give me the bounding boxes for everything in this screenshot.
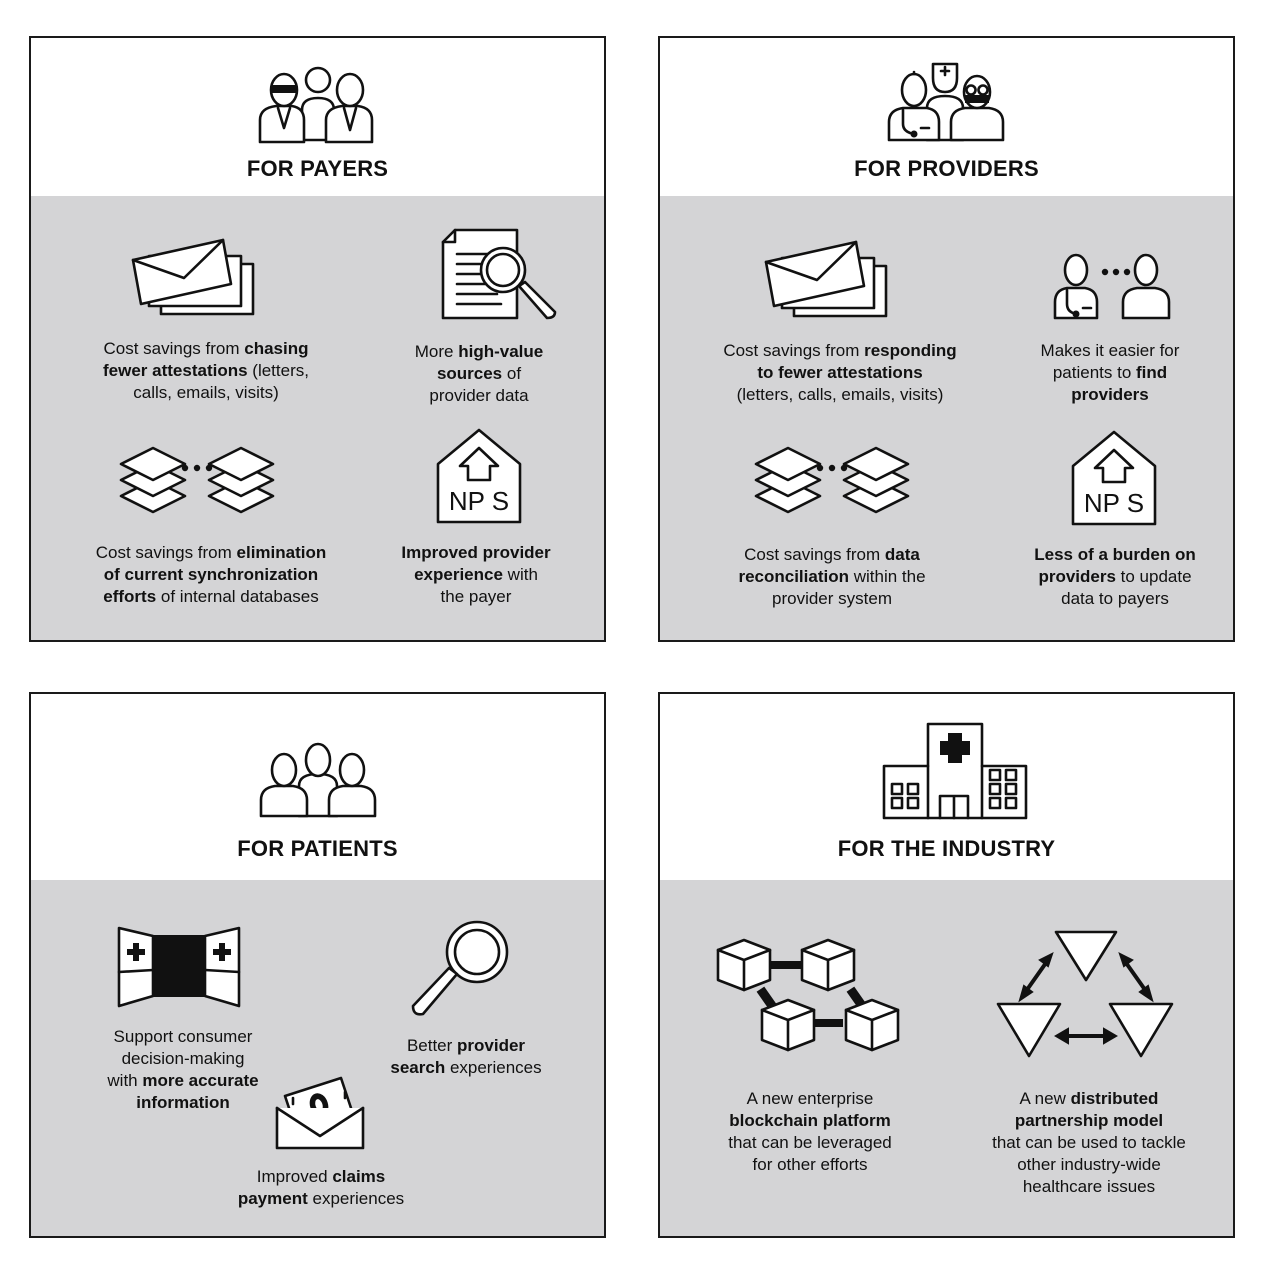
nps-label: NP S (449, 486, 509, 516)
providers-title: FOR PROVIDERS (854, 156, 1039, 181)
caption-text: of provider data (429, 364, 529, 405)
providers-body: Cost savings from responding to fewer at… (660, 196, 1233, 640)
caption-text: (letters, calls, emails, visits) (133, 361, 309, 402)
patients-people-icon (259, 740, 377, 818)
caption-text: Better (406, 1036, 458, 1055)
caption-bold-text: Improved provider experience (401, 543, 551, 584)
caption-bold-text: claims payment (237, 1167, 386, 1208)
providers-caption-1: Cost savings from responding to fewer at… (700, 340, 980, 406)
caption-bold-text: Less of a burden on providers (1034, 545, 1196, 586)
money-envelope-icon (275, 1074, 365, 1150)
providers-caption-4: Less of a burden on providers to update … (1015, 544, 1215, 610)
caption-text: Cost savings from (723, 341, 865, 360)
providers-caption-2: Makes it easier for patients to find pro… (1010, 340, 1210, 406)
nps-house-icon: NP S (1071, 428, 1157, 528)
caption-text: Cost savings from (95, 543, 237, 562)
patients-title: FOR PATIENTS (237, 836, 398, 861)
payers-title: FOR PAYERS (246, 156, 389, 181)
caption-bold-text: find providers (1071, 363, 1168, 404)
industry-caption-2: A new distributed partnership model that… (966, 1088, 1212, 1198)
caption-bold-text: high-value sources (436, 342, 544, 383)
document-magnifier-icon (441, 226, 561, 326)
payers-header: FOR PAYERS (31, 38, 604, 196)
caption-text: of internal databases (156, 587, 319, 606)
caption-bold-text: responding to fewer attestations (757, 341, 957, 382)
providers-caption-3: Cost savings from data reconciliation wi… (702, 544, 962, 610)
industry-header: FOR THE INDUSTRY (660, 694, 1233, 880)
payers-body: Cost savings from chasing fewer attestat… (31, 196, 604, 640)
caption-text: Improved (256, 1167, 333, 1186)
industry-body: A new enterprise blockchain platform tha… (660, 880, 1233, 1236)
providers-people-icon (887, 58, 1007, 142)
industry-panel: FOR THE INDUSTRY (658, 692, 1235, 1238)
hospital-icon (882, 722, 1028, 820)
payers-caption-3: Cost savings from elimination of current… (76, 542, 346, 608)
caption-text: Support consumer decision-making with (107, 1027, 253, 1090)
caption-text: that can be used to tackle other industr… (992, 1133, 1186, 1196)
industry-title: FOR THE INDUSTRY (837, 836, 1056, 861)
patients-caption-1: Support consumer decision-making with mo… (83, 1026, 283, 1114)
patients-caption-3: Improved claims payment experiences (221, 1166, 421, 1210)
stacked-layers-icon (754, 440, 914, 520)
caption-text: that can be leveraged for other efforts (728, 1133, 892, 1174)
stacked-layers-icon (119, 440, 279, 520)
caption-text: within the provider system (772, 567, 926, 608)
caption-text: More (414, 342, 459, 361)
caption-text: Cost savings from (103, 339, 245, 358)
doctor-patient-icon (1053, 248, 1173, 322)
envelopes-icon (131, 238, 261, 318)
industry-caption-1: A new enterprise blockchain platform tha… (710, 1088, 910, 1176)
caption-bold-text: provider search (390, 1036, 526, 1077)
caption-bold-text: chasing fewer attestations (103, 339, 309, 380)
magnifier-icon (409, 918, 515, 1020)
patients-panel: FOR PATIENTS Support consumer decision-m… (29, 692, 606, 1238)
patients-body: Support consumer decision-making with mo… (31, 880, 604, 1236)
caption-text: A new (1019, 1089, 1071, 1108)
caption-text: to update data to payers (1061, 567, 1192, 608)
caption-bold-text: blockchain platform (729, 1111, 891, 1130)
caption-text: experiences (445, 1058, 542, 1077)
caption-bold-text: distributed partnership model (1014, 1089, 1164, 1130)
envelopes-icon (764, 240, 894, 320)
caption-text: Makes it easier for patients to (1040, 341, 1180, 382)
caption-text: experiences (307, 1189, 405, 1208)
caption-text: Cost savings from (744, 545, 885, 564)
providers-panel: FOR PROVIDERS Cost savings from respondi… (658, 36, 1235, 642)
blockchain-cubes-icon (714, 936, 904, 1066)
caption-bold-text: more accurate information (136, 1071, 259, 1112)
caption-text: (letters, calls, emails, visits) (736, 385, 944, 404)
payers-caption-2: More high-value sources of provider data (379, 341, 579, 407)
open-doors-icon (117, 924, 241, 1010)
caption-bold-text: elimination of current synchronization e… (103, 543, 327, 606)
caption-text: with the payer (440, 565, 538, 606)
caption-text: A new enterprise (746, 1089, 874, 1108)
partnership-triangles-icon (996, 926, 1176, 1064)
providers-header: FOR PROVIDERS (660, 38, 1233, 196)
nps-house-icon: NP S (436, 426, 522, 526)
patients-caption-2: Better provider search experiences (366, 1035, 566, 1079)
payers-people-icon (256, 62, 376, 144)
caption-bold-text: data reconciliation (738, 545, 920, 586)
payers-panel: FOR PAYERS Cost savings from chasing few… (29, 36, 606, 642)
patients-header: FOR PATIENTS (31, 694, 604, 880)
payers-caption-4: Improved provider experience with the pa… (381, 542, 571, 608)
payers-caption-1: Cost savings from chasing fewer attestat… (71, 338, 341, 404)
nps-label: NP S (1084, 488, 1144, 518)
